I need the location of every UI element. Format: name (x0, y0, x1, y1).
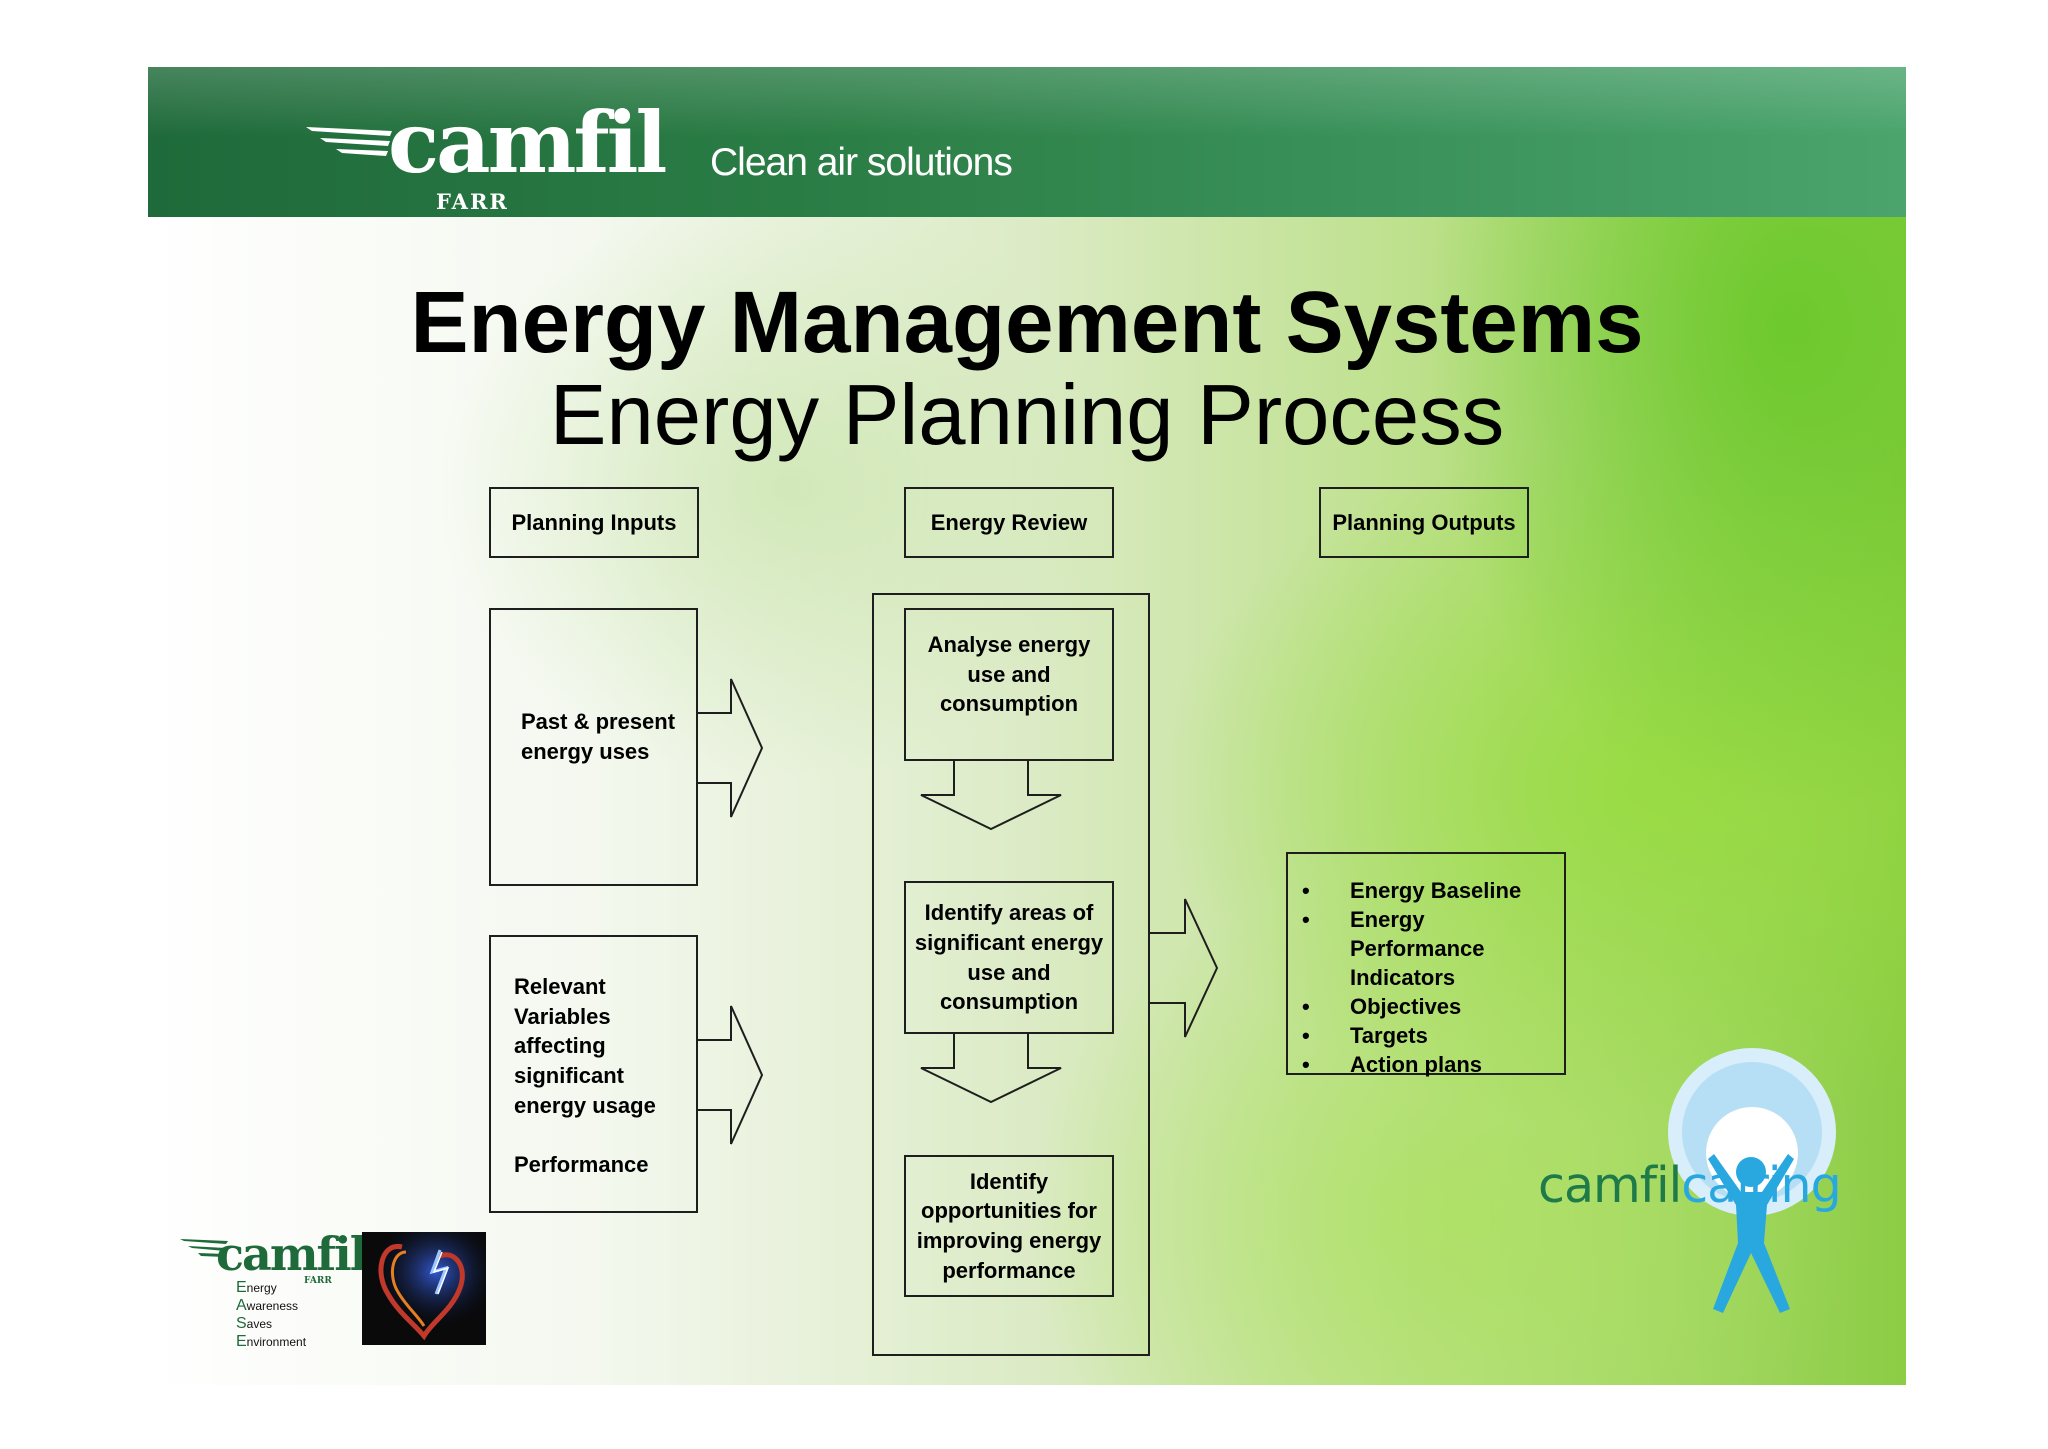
review-step-identify-areas: Identify areas of significant energy use… (904, 881, 1114, 1034)
energy-heart-icon (362, 1232, 486, 1345)
ease-line: Awareness (236, 1297, 299, 1314)
camfilcairing-wordmark: camfilcairing (1538, 1161, 1842, 1210)
header-gloss (148, 67, 1906, 137)
camfilcairing-figure-icon (1668, 1048, 1836, 1313)
input-past-present-energy-uses: Past & present energy uses (489, 608, 698, 886)
review-step-identify-opportunities: Identify opportunities for improving ene… (904, 1155, 1114, 1297)
output-item: Energy Baseline (1298, 876, 1554, 905)
header-bar: camfil FARR Clean air solutions (148, 67, 1906, 217)
input-box-1-text: Past & present energy uses (521, 709, 676, 764)
slide: camfil FARR Clean air solutions Energy M… (148, 67, 1906, 1385)
planning-inputs-header: Planning Inputs (489, 487, 699, 558)
flow-diagram (698, 593, 1219, 1356)
input-box-2-text: Relevant Variables affecting significant… (514, 974, 656, 1178)
review-arrow-2 (920, 1034, 1062, 1104)
ease-line: Environment (236, 1333, 307, 1350)
slide-title: Energy Management Systems (410, 274, 1644, 371)
planning-outputs-header: Planning Outputs (1319, 487, 1529, 558)
planning-outputs-list: Energy Baseline Energy Performance Indic… (1298, 876, 1554, 1079)
review-arrow-1 (920, 760, 1062, 831)
ease-farr-logo-text: FARR (304, 1276, 332, 1286)
input-relevant-variables: Relevant Variables affecting significant… (489, 935, 698, 1213)
output-item: Targets (1298, 1021, 1554, 1050)
review-step-3-text: Identify opportunities for improving ene… (916, 1168, 1102, 1283)
ease-line: Energy (236, 1279, 277, 1296)
ease-camfil-wings-icon (180, 1239, 228, 1257)
output-item: Action plans (1298, 1050, 1554, 1079)
input-arrow-1 (698, 678, 764, 818)
review-step-1-text: Analyse energy use and consumption (927, 631, 1091, 717)
planning-outputs-list-box: Energy Baseline Energy Performance Indic… (1286, 852, 1566, 1079)
input-arrow-2 (698, 1005, 764, 1145)
ease-line: Saves (236, 1315, 273, 1332)
camfil-logo-text: camfil (388, 93, 667, 192)
ease-acronym: Energy Awareness Saves Environment (236, 1279, 306, 1351)
camfilcairing-word-camfil: camfil (1538, 1157, 1682, 1214)
camfil-wings-icon (306, 127, 392, 156)
output-item: Objectives (1298, 992, 1554, 1021)
review-step-analyse: Analyse energy use and consumption (904, 608, 1114, 761)
output-item: Energy Performance Indicators (1298, 905, 1554, 992)
energy-heart-image (362, 1232, 486, 1345)
energy-review-frame (872, 593, 1150, 1356)
output-arrow (1149, 898, 1219, 1038)
ease-camfil-logo-text: camfil (216, 1227, 367, 1281)
energy-review-header: Energy Review (904, 487, 1114, 558)
camfilcairing-word-cairing: cairing (1681, 1157, 1841, 1214)
slide-subtitle: Energy Planning Process (549, 368, 1505, 463)
farr-logo-text: FARR (436, 189, 509, 214)
review-step-2-text: Identify areas of significant energy use… (914, 900, 1104, 1015)
tagline: Clean air solutions (710, 141, 1013, 184)
